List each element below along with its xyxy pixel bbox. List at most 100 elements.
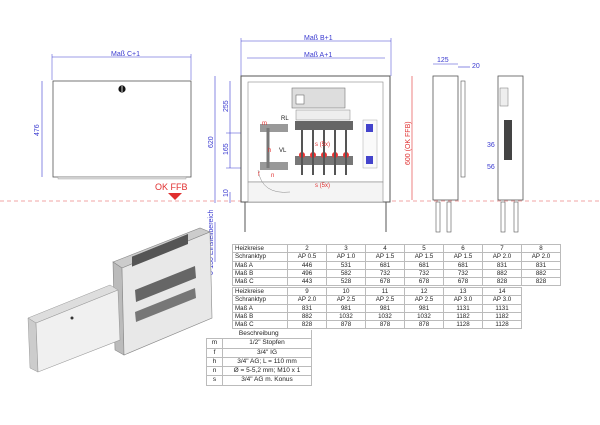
cell: AP 2.5 [365,295,405,305]
cell: 981 [326,303,366,313]
cell: 12 [404,286,444,297]
callout-m: m [262,121,267,127]
cell: 496 [287,268,327,279]
row-label: Maß B [232,268,288,279]
height-label: 620 [208,136,215,148]
cell: AP 2.5 [326,295,366,305]
cell: 1032 [404,311,444,322]
cell: 1131 [443,303,483,313]
cell: 878 [326,320,366,330]
flow-label: VL [279,148,287,154]
row-label: Heizkreise [232,286,288,297]
cell: AP 2.0 [521,252,561,262]
cell: 8 [521,243,561,254]
cell: 981 [365,303,405,313]
cell: AP 1.5 [443,252,483,262]
cell: 1182 [482,311,522,322]
legend-key: n [206,366,223,377]
adjust-range-label: 0-130 Einstellbereich [208,210,215,275]
cell: AP 0.5 [287,252,327,262]
row-label: Maß B [232,311,288,322]
front-width-label: Maß C+1 [111,51,140,58]
cell: 3 [326,243,366,254]
legend-text: 1/2" Stopfen [222,338,312,349]
cell: 882 [287,311,327,322]
return-label: RL [281,116,289,122]
cell: 1032 [326,311,366,322]
cell: 2 [287,243,327,254]
legend-key: s [206,375,223,386]
row-label: Maß A [232,260,288,270]
cell: 11 [365,286,405,297]
cell: 443 [287,277,327,287]
cell: 13 [443,286,483,297]
cell: 6 [443,243,483,254]
cell: 878 [404,320,444,330]
row-label: Maß C [232,320,288,330]
cell: 678 [443,277,483,287]
cell: 528 [326,277,366,287]
cell: 1128 [482,320,522,330]
legend-text: Ø = 5-5,2 mm; M10 x 1 [222,366,312,377]
cell: 831 [287,303,327,313]
outer-width-label: Maß B+1 [304,35,333,42]
row-label: Schranktyp [232,252,288,262]
cell: AP 3.0 [482,295,522,305]
cell: AP 1.5 [404,252,444,262]
door-thickness-label: 20 [472,63,480,70]
row-label: Heizkreise [232,243,288,254]
cabinet-view: Maß B+1 Maß A+1 620 255 165 10 0-130 Ein… [208,35,413,275]
cell: 14 [482,286,522,297]
offset1-label: 36 [487,142,495,149]
right-height-label: 600 (OK FFB) [405,121,412,165]
legend-text: 3/4" IG [222,347,312,358]
cell: 678 [404,277,444,287]
cell: 1131 [482,303,522,313]
cell: 831 [521,260,561,270]
cell: 4 [365,243,405,254]
table-header-row: Beschreibung [206,330,312,340]
floor-marker-icon [168,193,182,200]
cell: 1182 [443,311,483,322]
cell: 5 [404,243,444,254]
cell: 7 [482,243,522,254]
middle-label: 165 [223,143,230,155]
cell: 681 [404,260,444,270]
row-label: Schranktyp [232,295,288,305]
cell: 10 [326,286,366,297]
legend-key: f [206,347,223,358]
cell: 9 [287,286,327,297]
cell: 582 [326,268,366,279]
cell: AP 1.0 [326,252,366,262]
callout-n: n [271,173,274,179]
cell: 732 [443,268,483,279]
inner-width-label: Maß A+1 [304,52,332,59]
cell: 681 [365,260,405,270]
cell: 981 [404,303,444,313]
description-title: Beschreibung [206,330,312,340]
row-label: Maß A [232,303,288,313]
bottom-label: 10 [223,189,230,197]
callout-f: f [258,172,260,178]
cell: 732 [404,268,444,279]
cell: 732 [365,268,405,279]
cell: 882 [521,268,561,279]
cell: 828 [521,277,561,287]
upper-label: 255 [223,100,230,112]
